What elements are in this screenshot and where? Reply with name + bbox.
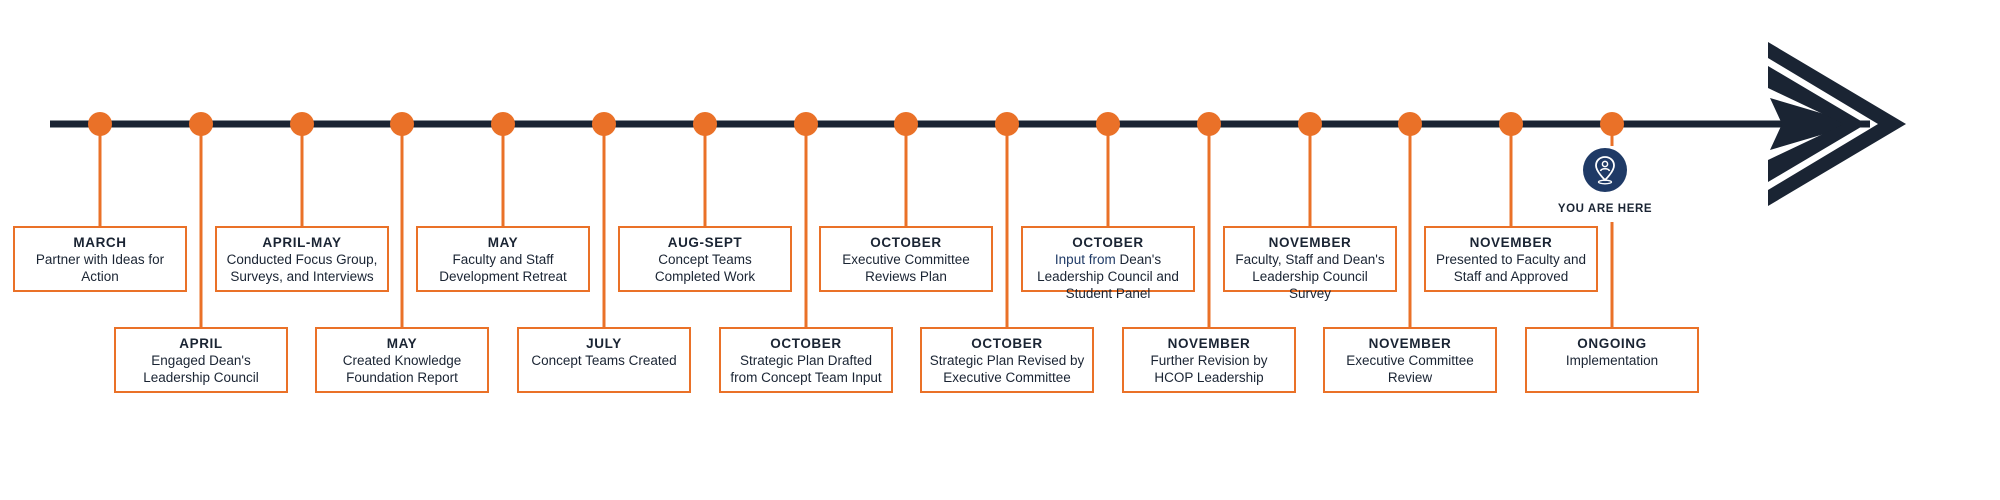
- milestone-description: Faculty, Staff and Dean's Leadership Cou…: [1235, 252, 1385, 301]
- milestone-box: AUG-SEPT Concept Teams Completed Work: [618, 226, 792, 292]
- milestone-description: Implementation: [1565, 353, 1659, 368]
- milestone-month: MAY: [487, 235, 519, 250]
- milestone-text: Faculty and Staff Development Retreat: [439, 252, 567, 284]
- milestone-text: Concept Teams Completed Work: [655, 252, 755, 284]
- milestone-description: Created Knowledge Foundation Report: [342, 353, 462, 385]
- milestone-description: Strategic Plan Drafted from Concept Team…: [730, 353, 882, 385]
- milestone-text: Presented to Faculty and Staff and Appro…: [1436, 252, 1586, 284]
- milestone-box: OCTOBER Strategic Plan Drafted from Conce…: [719, 327, 893, 393]
- milestone-description: Concept Teams Completed Work: [654, 252, 756, 284]
- milestone-dot: [1600, 112, 1624, 136]
- milestone-dot: [491, 112, 515, 136]
- milestone-dot: [894, 112, 918, 136]
- milestone-month: APRIL: [179, 336, 223, 351]
- milestone-box: OCTOBER Input from Dean's Leadership Coun…: [1021, 226, 1195, 301]
- milestone-box: APRIL-MAY Conducted Focus Group, Surveys,…: [215, 226, 389, 292]
- milestone-box: NOVEMBER Presented to Faculty and Staff a…: [1424, 226, 1598, 292]
- milestone-month: APRIL-MAY: [262, 235, 342, 250]
- milestone-dot: [88, 112, 112, 136]
- milestone-description: Dean's Leadership Council and Student Pa…: [1037, 252, 1179, 301]
- milestone-month: ONGOING: [1577, 336, 1647, 351]
- arrow-chevron-inner: [1768, 66, 1866, 182]
- milestone-month: NOVEMBER: [1469, 235, 1553, 250]
- milestone-month: NOVEMBER: [1167, 336, 1251, 351]
- milestone-text: Executive Committee Reviews Plan: [842, 252, 970, 284]
- milestone-dot: [1499, 112, 1523, 136]
- milestone-description: Concept Teams Created: [531, 353, 677, 368]
- milestone-box: MAY Faculty and Staff Development Retreat: [416, 226, 590, 292]
- milestone-month: OCTOBER: [971, 336, 1043, 351]
- milestone-month: MARCH: [73, 235, 127, 250]
- milestone-dot: [1197, 112, 1221, 136]
- milestone-dot: [290, 112, 314, 136]
- milestone-text: Faculty, Staff and Dean's Leadership Cou…: [1235, 252, 1384, 301]
- milestone-text: Input from Dean's Leadership Council and…: [1037, 252, 1179, 301]
- milestone-box: APRIL Engaged Dean's Leadership Council: [114, 327, 288, 393]
- milestone-text-accent: Input from: [1054, 252, 1116, 267]
- milestone-dot: [1298, 112, 1322, 136]
- milestone-text: Partner with Ideas for Action: [36, 252, 164, 284]
- milestone-text: Created Knowledge Foundation Report: [343, 353, 462, 385]
- milestone-month: AUG-SEPT: [667, 235, 743, 250]
- milestone-text: Concept Teams Created: [531, 353, 676, 368]
- arrow-chevron-outline: [1768, 42, 1906, 206]
- milestone-text: Executive Committee Review: [1346, 353, 1474, 385]
- milestone-description: Engaged Dean's Leadership Council: [143, 353, 259, 385]
- milestone-description: Partner with Ideas for Action: [35, 252, 165, 284]
- milestone-box: JULY Concept Teams Created: [517, 327, 691, 393]
- milestone-month: OCTOBER: [770, 336, 842, 351]
- milestone-box: NOVEMBER Further Revision by HCOP Leaders…: [1122, 327, 1296, 393]
- milestone-text: Engaged Dean's Leadership Council: [143, 353, 259, 385]
- milestone-description: Faculty and Staff Development Retreat: [439, 252, 567, 284]
- location-pin-icon: [1583, 148, 1627, 192]
- milestone-box: MAY Created Knowledge Foundation Report: [315, 327, 489, 393]
- milestone-dot: [693, 112, 717, 136]
- milestone-text: Implementation: [1566, 353, 1658, 368]
- arrow-head: [1770, 98, 1858, 150]
- milestone-description: Further Revision by HCOP Leadership: [1150, 353, 1268, 385]
- milestone-description: Presented to Faculty and Staff and Appro…: [1435, 252, 1587, 284]
- milestone-box: OCTOBER Strategic Plan Revised by Executi…: [920, 327, 1094, 393]
- milestone-dot: [995, 112, 1019, 136]
- milestone-box: NOVEMBER Executive Committee Review: [1323, 327, 1497, 393]
- milestone-description: Executive Committee Reviews Plan: [842, 252, 970, 284]
- milestone-box: OCTOBER Executive Committee Reviews Plan: [819, 226, 993, 292]
- milestone-dot: [189, 112, 213, 136]
- milestone-box: NOVEMBER Faculty, Staff and Dean's Leader…: [1223, 226, 1397, 301]
- milestone-description: Executive Committee Review: [1346, 353, 1474, 385]
- milestone-text: Strategic Plan Drafted from Concept Team…: [730, 353, 881, 385]
- milestone-description: Conducted Focus Group, Surveys, and Inte…: [226, 252, 378, 284]
- milestone-description: Strategic Plan Revised by Executive Comm…: [929, 353, 1085, 385]
- milestone-box: MARCH Partner with Ideas for Action: [13, 226, 187, 292]
- milestone-month: JULY: [586, 336, 622, 351]
- milestone-box: ONGOING Implementation: [1525, 327, 1699, 393]
- milestone-text: Further Revision by HCOP Leadership: [1150, 353, 1267, 385]
- milestone-dot: [1096, 112, 1120, 136]
- milestone-month: OCTOBER: [1072, 235, 1144, 250]
- you-are-here-label: YOU ARE HERE: [1557, 203, 1653, 215]
- milestone-dot: [1398, 112, 1422, 136]
- milestone-text: Strategic Plan Revised by Executive Comm…: [930, 353, 1085, 385]
- milestone-dot: [390, 112, 414, 136]
- milestone-month: NOVEMBER: [1368, 336, 1452, 351]
- milestone-month: NOVEMBER: [1268, 235, 1352, 250]
- milestone-text: Conducted Focus Group, Surveys, and Inte…: [227, 252, 378, 284]
- milestone-month: MAY: [386, 336, 418, 351]
- milestone-dot: [794, 112, 818, 136]
- milestone-dot: [592, 112, 616, 136]
- milestone-month: OCTOBER: [870, 235, 942, 250]
